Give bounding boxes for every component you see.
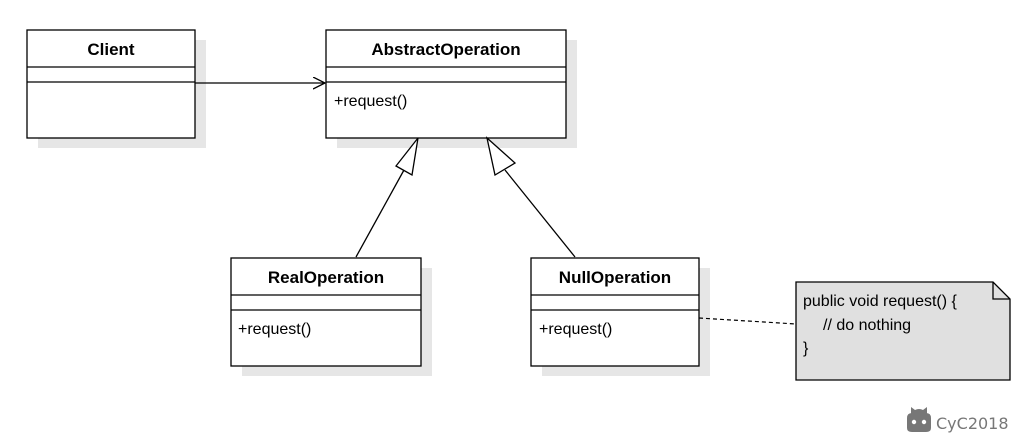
note-line: public void request() { <box>803 293 958 310</box>
class-method: +request() <box>238 321 311 338</box>
class-name: NullOperation <box>559 268 671 287</box>
inheritance-line <box>355 169 405 258</box>
note[interactable]: public void request() { // do nothing } <box>795 281 1011 381</box>
inheritance-triangle <box>485 136 517 177</box>
watermark: CyC2018 <box>907 407 1009 433</box>
note-line: } <box>803 340 809 357</box>
github-octocat-icon <box>907 407 931 432</box>
inheritance-line <box>504 169 576 258</box>
class-name: RealOperation <box>268 268 384 287</box>
watermark-text: CyC2018 <box>936 414 1009 433</box>
generalization-real <box>355 137 419 258</box>
class-method: +request() <box>539 321 612 338</box>
inheritance-triangle <box>395 137 419 177</box>
class-real-operation[interactable]: RealOperation +request() <box>230 257 432 376</box>
note-anchor-line <box>698 317 797 325</box>
note-line: // do nothing <box>823 317 911 334</box>
class-null-operation[interactable]: NullOperation +request() <box>530 257 710 376</box>
class-client[interactable]: Client <box>26 29 206 148</box>
generalization-null <box>485 136 576 258</box>
class-name: Client <box>87 40 135 59</box>
class-box <box>26 29 196 139</box>
class-box <box>325 29 567 139</box>
note-box <box>795 281 1011 381</box>
class-box <box>530 257 700 367</box>
class-method: +request() <box>334 93 407 110</box>
class-box <box>230 257 422 367</box>
class-name: AbstractOperation <box>371 40 520 59</box>
note-fold <box>992 282 1010 300</box>
class-abstract-operation[interactable]: AbstractOperation +request() <box>325 29 577 148</box>
